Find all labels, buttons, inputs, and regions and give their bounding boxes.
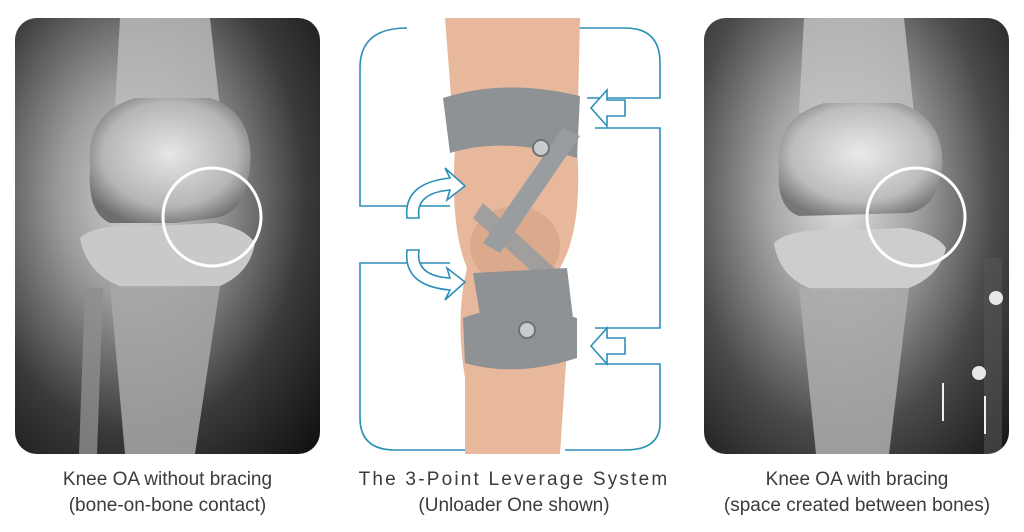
brace-rivet-upper	[989, 291, 1003, 305]
femur-shaft	[799, 18, 914, 113]
arrow-upper-left	[405, 167, 467, 219]
frame-bottom-left	[359, 262, 470, 451]
caption-with-bracing: Knee OA with bracing (space created betw…	[690, 467, 1024, 519]
caption-line2: (space created between bones)	[723, 495, 991, 516]
tibia-plateau	[80, 223, 255, 288]
frame-middle-right	[595, 127, 661, 329]
xray-right-illustration	[774, 18, 1003, 454]
caption-without-bracing: Knee OA without bracing (bone-on-bone co…	[15, 467, 320, 519]
frame-top-right	[455, 27, 661, 99]
brace-diagram	[355, 18, 673, 454]
tibia-shaft	[110, 286, 220, 454]
xray-left-illustration	[79, 18, 263, 454]
tibia-shaft	[799, 288, 909, 454]
brace-upper-strut	[483, 128, 580, 253]
caption-line1: Knee OA without bracing	[62, 469, 273, 490]
caption-line2: (bone-on-bone contact)	[68, 495, 267, 516]
fibula	[79, 288, 103, 454]
arrow-lower-left	[405, 249, 467, 301]
tibia-plateau	[774, 228, 946, 290]
xray-without-bracing	[15, 18, 320, 454]
brace-strap	[473, 203, 560, 288]
brace-hinge-lower	[518, 321, 536, 339]
frame-bottom-right	[565, 363, 661, 451]
femur-shaft	[115, 18, 220, 108]
caption-leverage-system: The 3-Point Leverage System (Unloader On…	[340, 467, 688, 519]
brace-pin-left	[942, 383, 944, 421]
caption-line1: Knee OA with bracing	[765, 469, 949, 490]
leverage-diagram	[359, 18, 661, 454]
femur-condyles	[778, 103, 943, 216]
brace-pin-right	[984, 396, 986, 434]
brace-rivet-lower	[972, 366, 986, 380]
arrow-bottom-right	[589, 325, 626, 367]
brace-hinge-upper	[532, 139, 550, 157]
caption-line2: (Unloader One shown)	[418, 495, 610, 516]
brace-lower-cuff	[463, 308, 577, 370]
joint-highlight-circle	[161, 166, 263, 268]
caption-line1: The 3-Point Leverage System	[358, 469, 670, 490]
femur-condyles	[89, 98, 251, 223]
frame-top-left	[359, 27, 450, 207]
joint-highlight-circle	[865, 166, 967, 268]
arrow-top-right	[589, 87, 626, 129]
brace-hardware	[984, 258, 1002, 454]
xray-with-bracing	[704, 18, 1009, 454]
